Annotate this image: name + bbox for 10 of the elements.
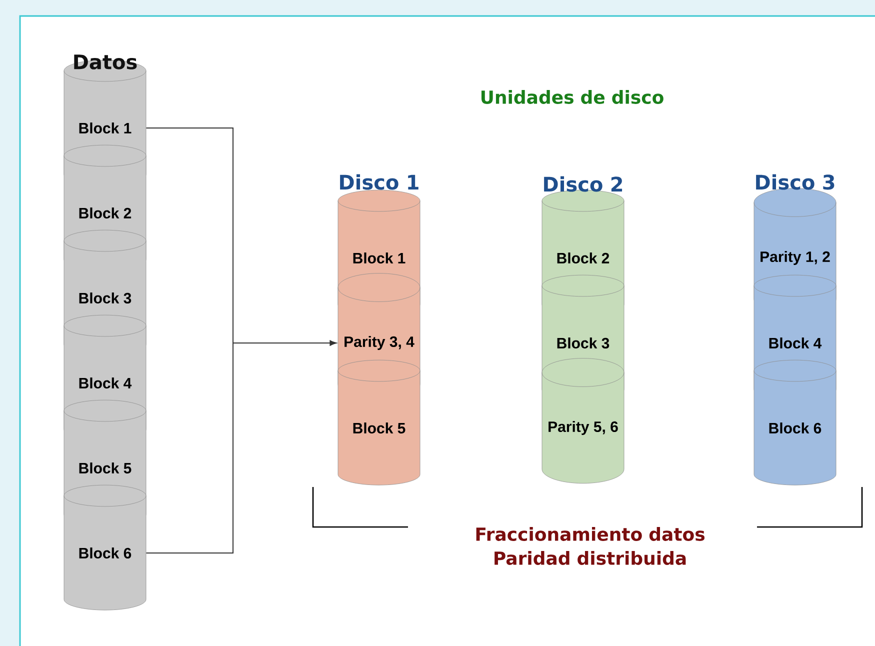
caption-text: Fraccionamiento datos Paridad distribuida — [476, 527, 704, 565]
heading: Disco 1 — [340, 174, 418, 190]
disk-cylinder: Parity 5, 6 — [542, 358, 624, 484]
heading: Disco 2 — [544, 176, 622, 192]
connector-arrow — [146, 340, 336, 554]
heading: Disco 3 — [756, 174, 834, 190]
heading: Unidades de disco — [481, 90, 664, 104]
disk-cylinder: Block 5 — [338, 360, 420, 486]
disk-cylinder: Block 6 — [64, 484, 146, 610]
disk-cylinder: Block 6 — [754, 360, 836, 486]
